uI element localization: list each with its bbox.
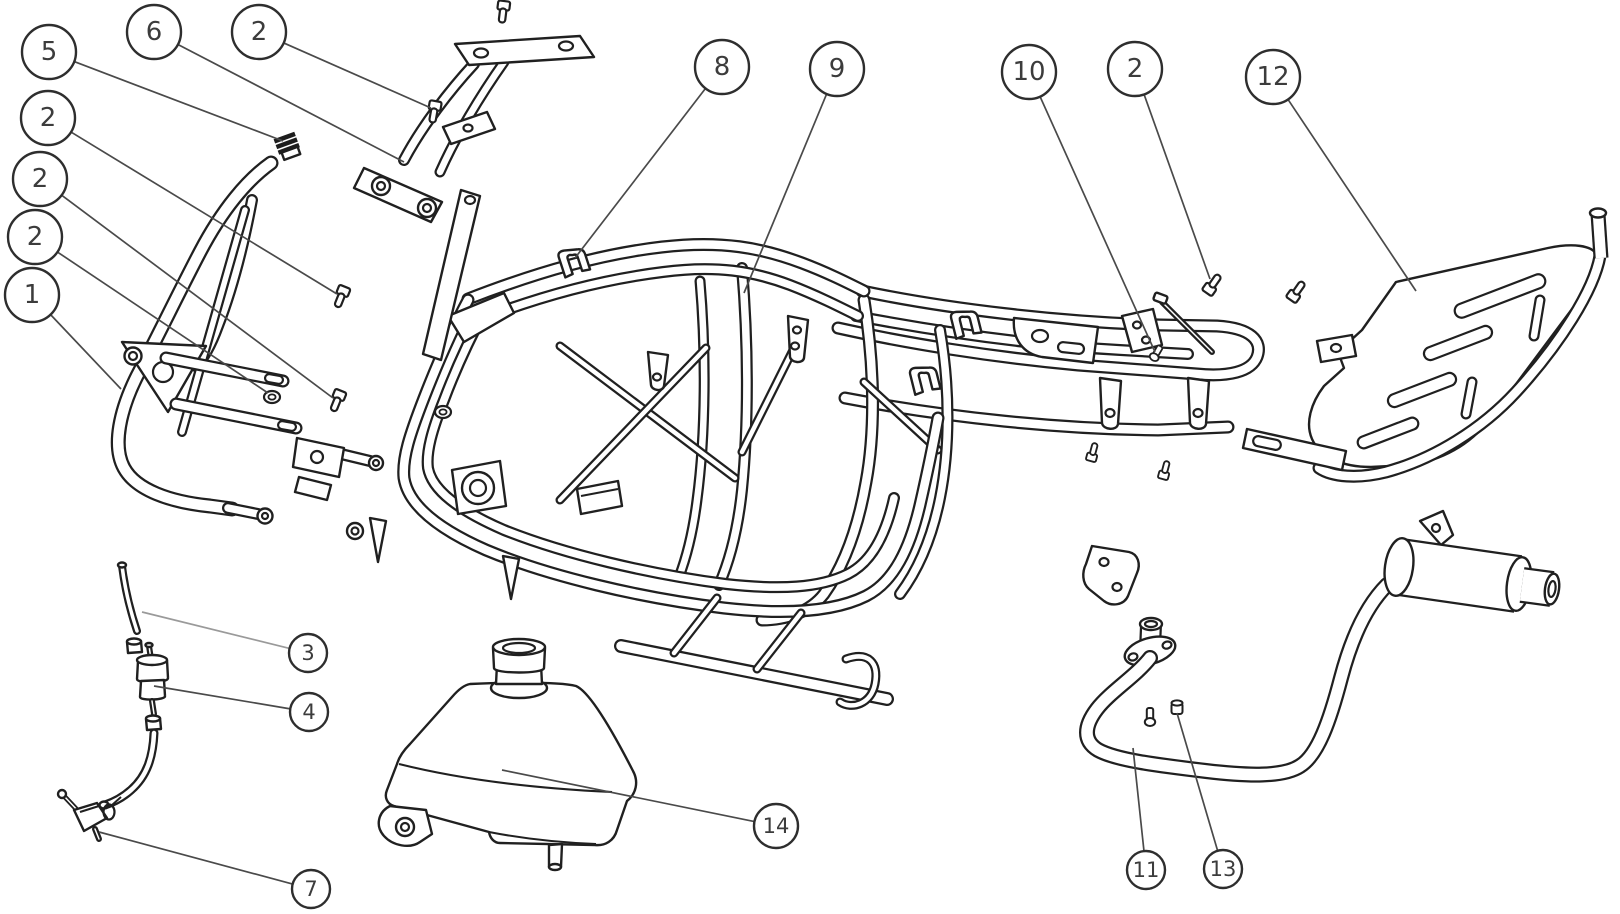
callout-11: 11 [1125,747,1167,891]
callout-circle [1202,848,1244,890]
leader-line [1143,94,1211,280]
callout-number: 13 [1210,857,1237,881]
frame-assembly-drawing [291,188,1265,710]
callout-8: 8 [574,38,751,259]
callout-number: 5 [41,37,58,67]
leader-line [574,87,707,259]
leader-line [1287,98,1417,292]
callout-circle [11,150,69,208]
callout-circle [1125,849,1167,891]
callout-circle [1244,48,1302,106]
leader-line [743,93,828,294]
callout-number: 2 [32,164,49,194]
callout-1: 1 [3,266,122,390]
callout-2: 2 [1106,40,1211,280]
callout-4: 4 [153,685,330,733]
callout-2: 2 [11,150,334,399]
leader-line [141,611,290,650]
callout-circle [752,802,800,850]
leader-line [70,131,338,295]
callout-number: 7 [304,877,317,901]
callout-3: 3 [141,611,329,674]
plug-part [273,131,302,162]
callout-7: 7 [98,831,332,910]
callout-13: 13 [1176,712,1244,890]
callout-circle [693,38,751,96]
callout-number: 12 [1256,62,1289,92]
callout-circle [1000,43,1058,101]
callout-circle [6,208,64,266]
callout-2: 2 [19,89,338,295]
leader-line [73,60,284,142]
callout-number: 9 [829,54,846,84]
callout-number: 6 [146,17,163,47]
leader-line [49,314,122,390]
callout-layer: 5 6 2 2 2 2 1 8 9 10 2 12 3 4 7 14 11 13 [3,3,1417,910]
callout-12: 12 [1244,48,1417,292]
fuel-line-drawing [56,561,170,842]
leader-line [1039,96,1156,353]
callout-6: 6 [125,3,405,163]
callout-circle [3,266,61,324]
callout-number: 4 [302,700,315,724]
rear-rack-drawing [1241,207,1609,483]
leader-line [1176,712,1219,852]
callout-number: 10 [1012,57,1045,87]
callout-2: 2 [230,3,432,109]
callout-number: 14 [763,814,790,838]
callout-number: 2 [27,222,44,252]
callout-circle [19,89,77,147]
leader-line [501,769,755,823]
callout-5: 5 [20,23,284,142]
callout-circle [1106,40,1164,98]
leader-line [56,251,269,394]
leader-line [98,831,293,885]
callout-circle [20,23,78,81]
callout-number: 2 [40,103,57,133]
callout-14: 14 [501,769,800,850]
callout-number: 8 [714,52,731,82]
callout-9: 9 [743,40,866,294]
callout-circle [290,868,332,910]
callout-number: 2 [1127,54,1144,84]
callout-number: 1 [24,280,41,310]
callout-circle [288,691,330,733]
callout-number: 3 [301,641,314,665]
callout-10: 10 [1000,43,1156,353]
fuel-tank-drawing [377,637,638,872]
callout-number: 11 [1133,858,1160,882]
leader-line [283,42,432,109]
leader-line [1132,747,1145,852]
leader-line [177,43,405,163]
callout-circle [287,632,329,674]
front-bumper-drawing [110,131,303,525]
callout-2: 2 [6,208,269,394]
leader-line [61,194,334,399]
callout-circle [808,40,866,98]
callout-number: 2 [251,17,268,47]
exhaust-drawing [1079,509,1561,783]
callout-circle [230,3,288,61]
callout-circle [125,3,183,61]
leader-line [153,685,291,710]
